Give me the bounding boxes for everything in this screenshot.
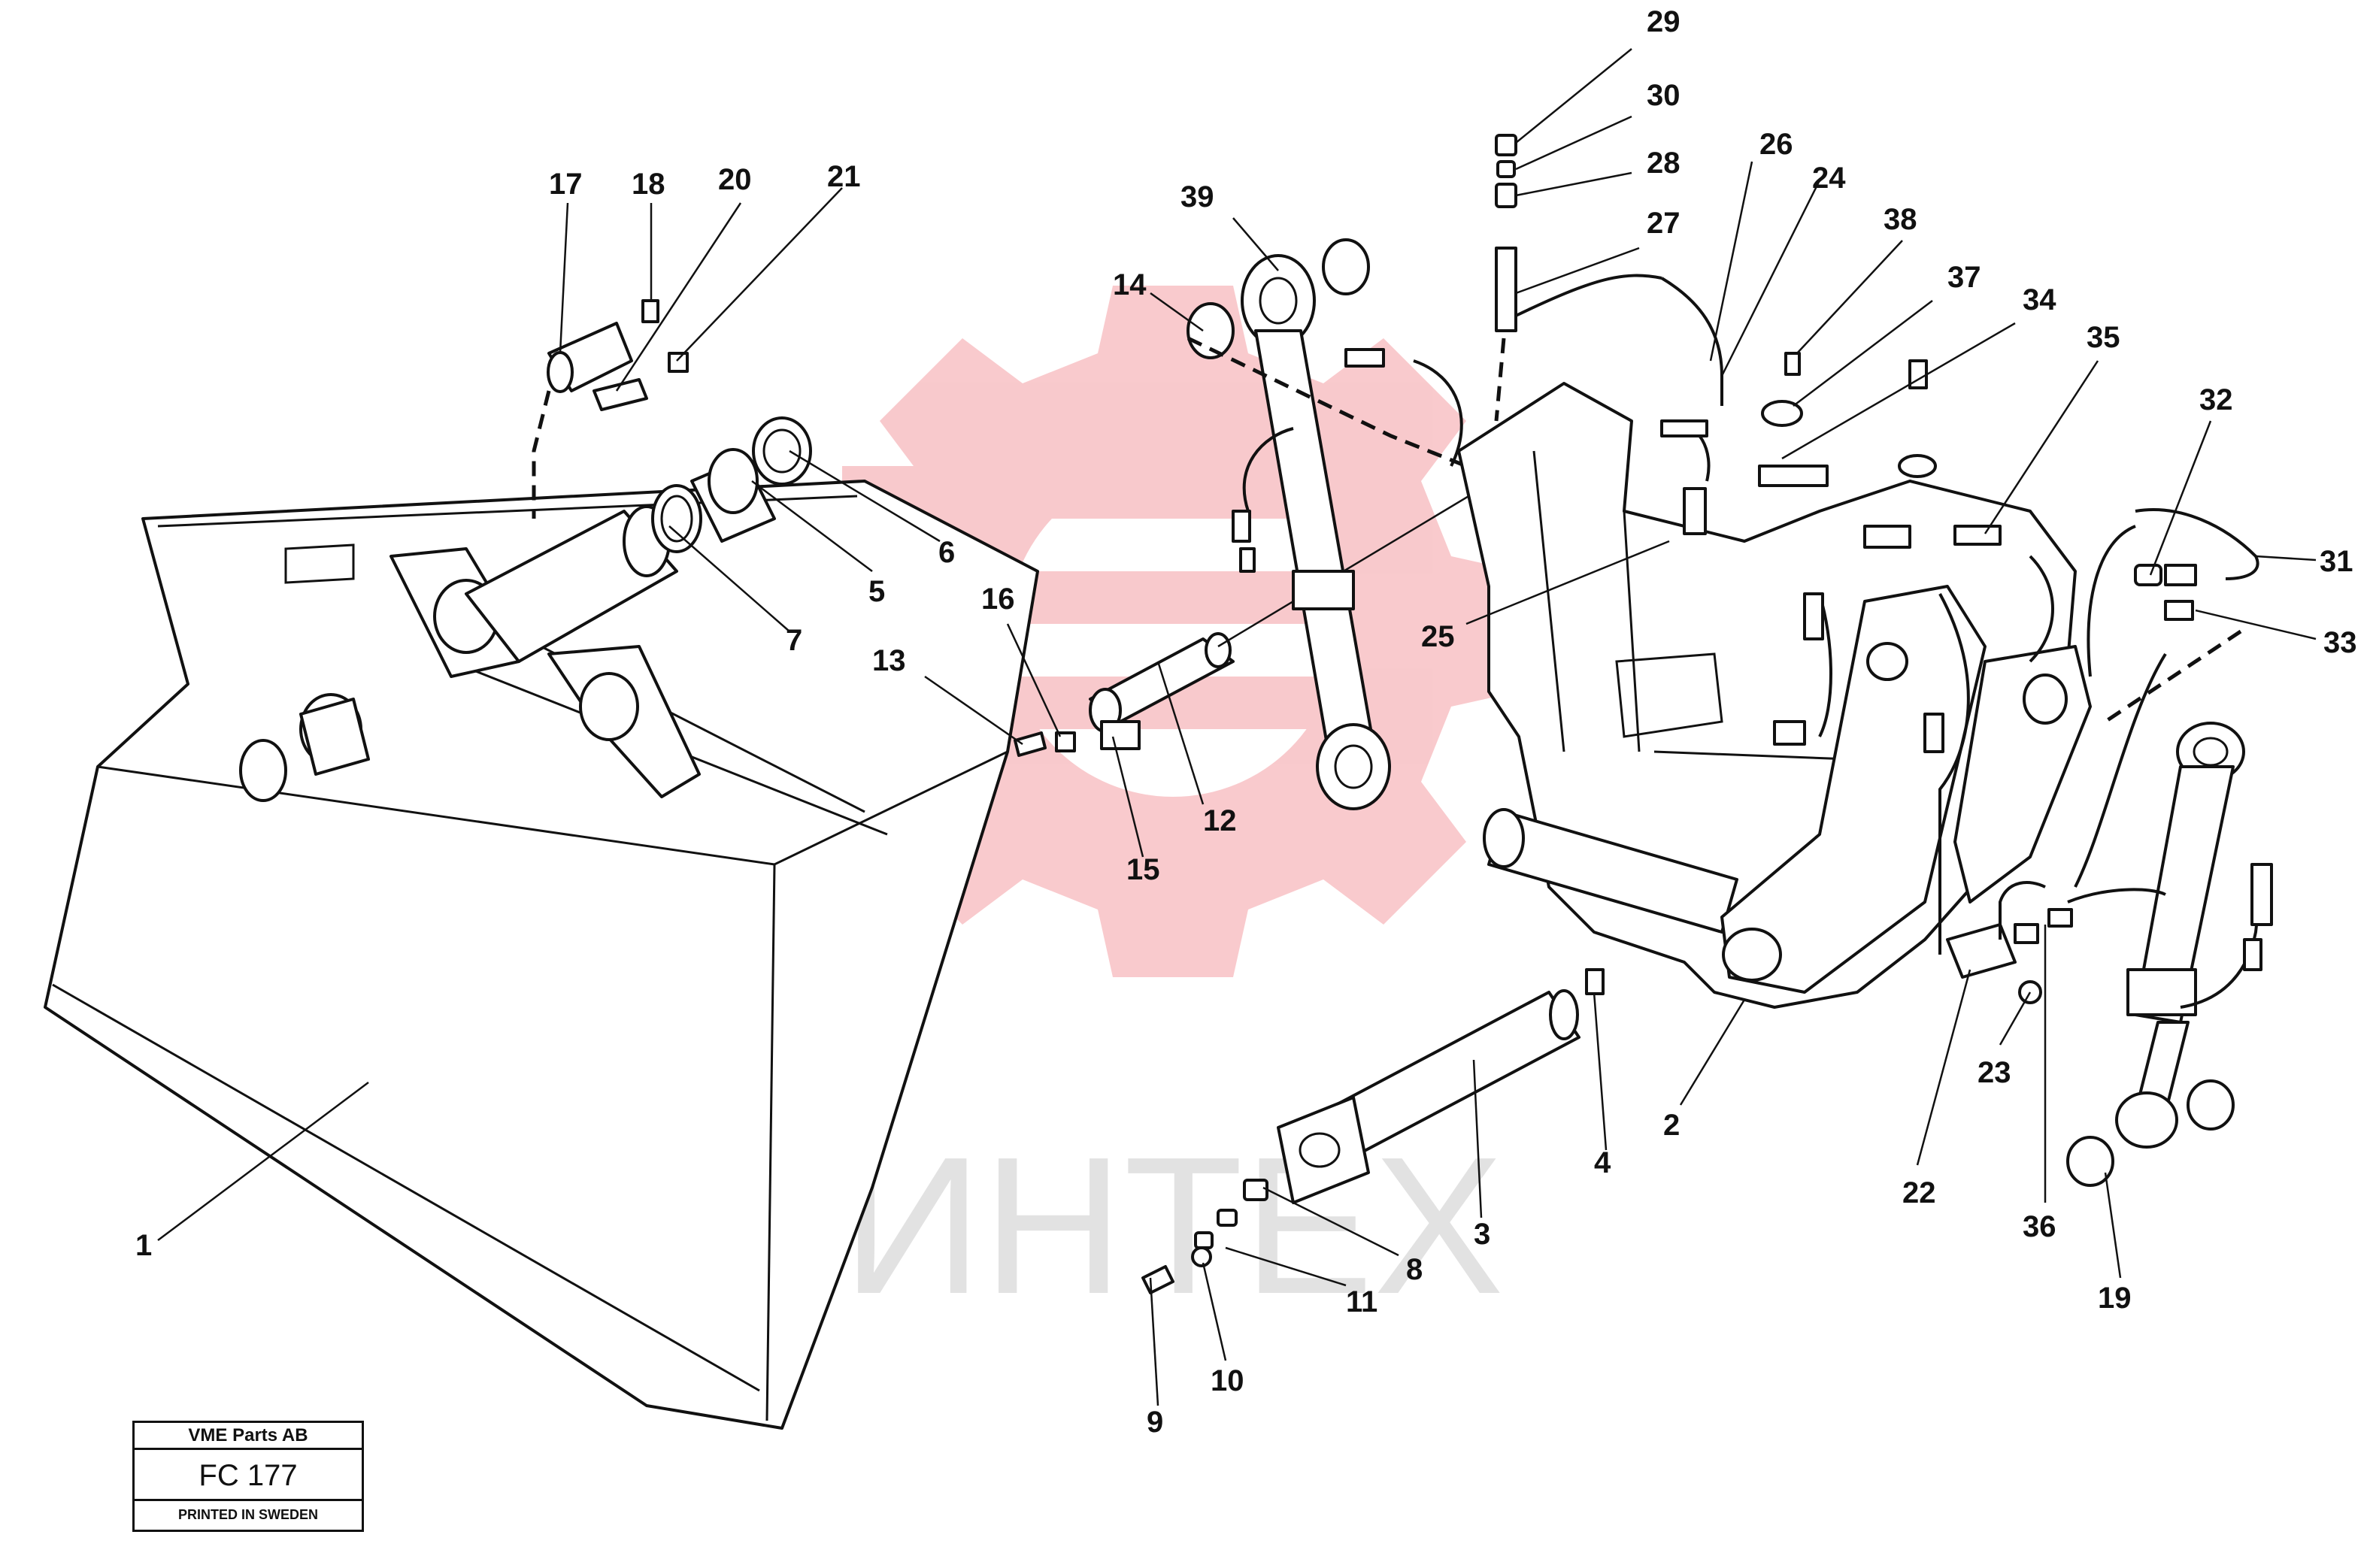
- callout-22: 22: [1902, 1176, 1936, 1209]
- callout-5: 5: [868, 575, 885, 608]
- callout-28: 28: [1647, 147, 1681, 180]
- callout-7: 7: [786, 624, 802, 657]
- bushings-parts-5-6-7: [651, 416, 812, 553]
- callout-labels: 1 2 3 4 5 6 7 8 9 10 11 12 13 14 15 16 1…: [135, 5, 2357, 1439]
- stamp-code: FC 177: [135, 1450, 362, 1501]
- callout-10: 10: [1211, 1364, 1244, 1397]
- pin-assembly-parts-17-21: [532, 299, 689, 519]
- callout-14: 14: [1113, 268, 1147, 301]
- callout-1: 1: [135, 1229, 152, 1262]
- callout-20: 20: [718, 163, 752, 196]
- hydraulic-cylinder-part-19: [2066, 722, 2273, 1187]
- manifold-parts-22-23-36: [1946, 652, 2167, 1004]
- callout-25: 25: [1421, 620, 1455, 653]
- callout-23: 23: [1978, 1056, 2011, 1089]
- callout-3: 3: [1474, 1218, 1490, 1251]
- fitting-stack-parts-27-30: [1494, 134, 1662, 422]
- bucket-part-1: [44, 480, 1039, 1430]
- callout-8: 8: [1406, 1253, 1423, 1286]
- long-pin-part-3: [1277, 968, 1605, 1204]
- callout-4: 4: [1594, 1146, 1611, 1179]
- callout-34: 34: [2023, 283, 2056, 316]
- callout-12: 12: [1203, 804, 1237, 837]
- callout-35: 35: [2087, 321, 2120, 354]
- callout-21: 21: [827, 160, 861, 193]
- callout-37: 37: [1947, 261, 1981, 294]
- callout-24: 24: [1812, 162, 1846, 195]
- callout-29: 29: [1647, 5, 1681, 38]
- callout-38: 38: [1884, 203, 1917, 236]
- watermark-text: ИНТЕХ: [842, 1117, 1504, 1335]
- callout-27: 27: [1647, 207, 1681, 240]
- callout-39: 39: [1180, 180, 1214, 213]
- callout-31: 31: [2320, 545, 2353, 578]
- stamp-company: VME Parts AB: [135, 1423, 362, 1450]
- callout-15: 15: [1126, 853, 1160, 886]
- title-block: VME Parts AB FC 177 PRINTED IN SWEDEN: [132, 1421, 364, 1532]
- callout-16: 16: [981, 583, 1015, 616]
- callout-36: 36: [2023, 1210, 2056, 1243]
- callout-2: 2: [1663, 1109, 1680, 1142]
- callout-13: 13: [872, 644, 906, 677]
- callout-11: 11: [1346, 1285, 1377, 1318]
- stamp-printed: PRINTED IN SWEDEN: [177, 1507, 318, 1522]
- callout-32: 32: [2199, 383, 2233, 416]
- hose-assembly-parts-31-33: [2087, 508, 2259, 724]
- callout-30: 30: [1647, 79, 1681, 112]
- callout-17: 17: [549, 168, 583, 201]
- leader-lines: [157, 48, 2317, 1406]
- callout-26: 26: [1759, 128, 1793, 161]
- callout-9: 9: [1147, 1406, 1163, 1439]
- callout-18: 18: [632, 168, 665, 201]
- link-rod-parts-14-39: [1187, 238, 1467, 810]
- callout-33: 33: [2323, 626, 2357, 659]
- quick-coupler-frame-part-2: [1457, 277, 2092, 1009]
- callout-19: 19: [2098, 1282, 2132, 1315]
- callout-6: 6: [938, 536, 955, 569]
